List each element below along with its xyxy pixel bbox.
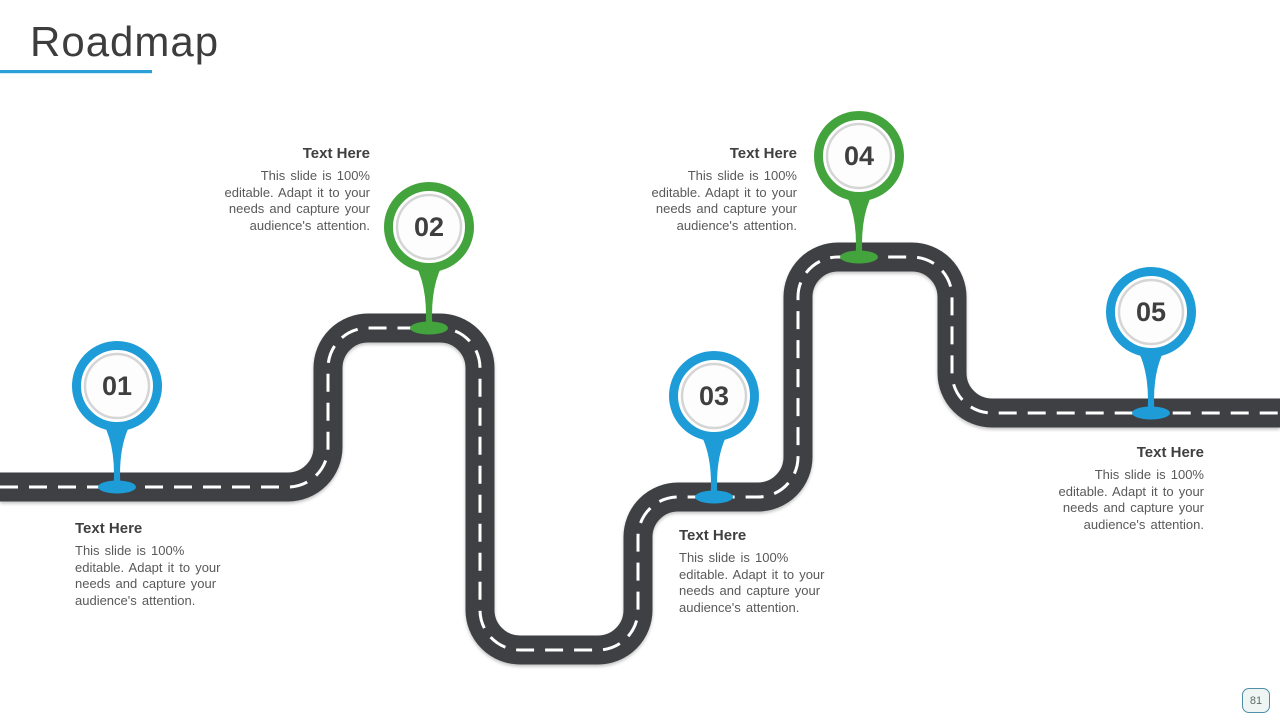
milestone-pin-01: 01 bbox=[72, 341, 162, 494]
pin-tail-02 bbox=[407, 252, 451, 328]
title-underline-bar bbox=[0, 70, 152, 74]
pin-number-02: 02 bbox=[414, 212, 444, 242]
milestone-heading-02: Text Here bbox=[302, 145, 370, 162]
pin-tail-04 bbox=[837, 181, 881, 257]
milestone-body-05: This slide is 100% editable. Adapt it to… bbox=[1058, 467, 1204, 532]
milestone-body-02: This slide is 100% editable. Adapt it to… bbox=[224, 168, 370, 233]
pin-number-03: 03 bbox=[699, 381, 729, 411]
milestone-pin-04: 04 bbox=[814, 111, 904, 264]
milestone-pin-02: 02 bbox=[384, 182, 474, 335]
milestone-body-01: This slide is 100% editable. Adapt it to… bbox=[75, 543, 221, 608]
pin-tail-03 bbox=[692, 421, 736, 497]
pin-inner-circle-03 bbox=[680, 362, 748, 430]
pin-number-01: 01 bbox=[102, 371, 132, 401]
milestone-heading-03: Text Here bbox=[679, 527, 747, 544]
pin-inner-circle-02 bbox=[395, 193, 463, 261]
title-underline bbox=[0, 70, 152, 74]
pin-number-05: 05 bbox=[1136, 297, 1166, 327]
milestone-text-05: Text Here This slide is 100% editable. A… bbox=[1032, 444, 1204, 533]
road-centerline bbox=[0, 255, 1280, 652]
pin-tail-05 bbox=[1129, 337, 1173, 413]
page-title: Roadmap bbox=[30, 18, 220, 65]
page-number: 81 bbox=[1249, 694, 1263, 707]
page-number-badge: 81 bbox=[1242, 688, 1270, 713]
milestone-pin-03: 03 bbox=[669, 351, 759, 504]
pin-inner-circle-01 bbox=[83, 352, 151, 420]
pin-inner-circle-05 bbox=[1117, 278, 1185, 346]
milestone-text-04: Text Here This slide is 100% editable. A… bbox=[625, 145, 797, 234]
milestone-body-03: This slide is 100% editable. Adapt it to… bbox=[679, 550, 825, 615]
milestone-text-02: Text Here This slide is 100% editable. A… bbox=[198, 145, 370, 234]
milestone-text-01: Text Here This slide is 100% editable. A… bbox=[75, 520, 247, 609]
pin-inner-circle-04 bbox=[825, 122, 893, 190]
pin-tail-01 bbox=[95, 411, 139, 487]
pin-number-04: 04 bbox=[844, 141, 874, 171]
milestone-heading-05: Text Here bbox=[1136, 444, 1204, 461]
milestone-text-03: Text Here This slide is 100% editable. A… bbox=[679, 527, 851, 616]
milestone-pin-05: 05 bbox=[1106, 267, 1196, 420]
milestone-heading-04: Text Here bbox=[729, 145, 797, 162]
milestone-body-04: This slide is 100% editable. Adapt it to… bbox=[651, 168, 797, 233]
milestone-heading-01: Text Here bbox=[75, 520, 143, 537]
